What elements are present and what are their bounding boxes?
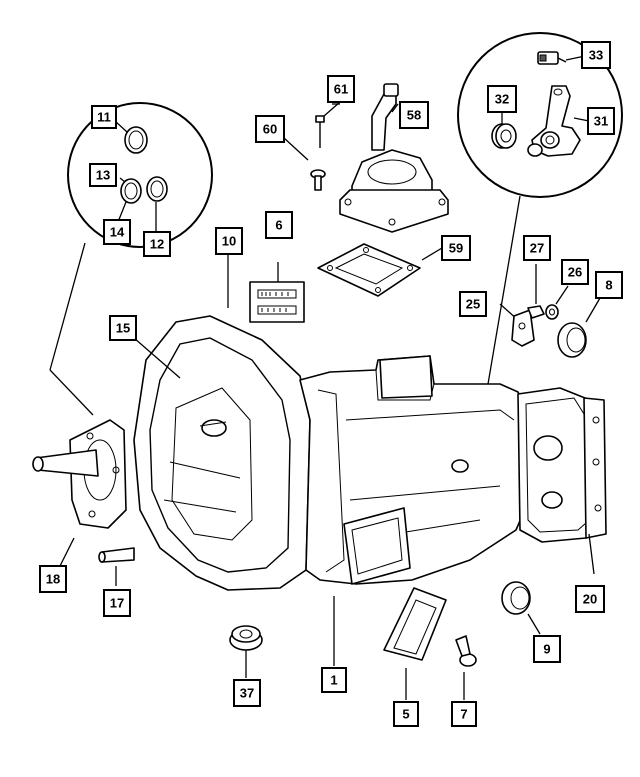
svg-text:27: 27 [530, 241, 544, 256]
svg-text:20: 20 [583, 592, 597, 607]
svg-text:11: 11 [97, 110, 111, 125]
callout-37: 37 [233, 679, 261, 707]
callout-18: 18 [39, 565, 67, 593]
svg-text:12: 12 [150, 237, 164, 252]
bracket-25 [511, 309, 535, 347]
callout-25: 25 [459, 291, 487, 317]
callout-61: 61 [327, 75, 355, 103]
svg-text:31: 31 [594, 114, 608, 129]
callout-59: 59 [441, 235, 471, 261]
callout-58: 58 [399, 101, 429, 129]
svg-text:8: 8 [605, 278, 612, 293]
bolt-7 [455, 635, 477, 700]
svg-text:6: 6 [275, 218, 282, 233]
callout-20: 20 [575, 585, 605, 613]
label-plate-6 [249, 262, 305, 323]
callout-10: 10 [215, 227, 243, 255]
callout-60: 60 [255, 115, 285, 143]
washer-26 [545, 285, 569, 320]
svg-text:26: 26 [568, 265, 582, 280]
seal-9 [501, 581, 541, 635]
callout-8: 8 [595, 271, 623, 299]
svg-text:25: 25 [466, 297, 480, 312]
svg-text:13: 13 [96, 168, 110, 183]
callout-32: 32 [487, 85, 517, 113]
callout-33: 33 [581, 41, 611, 69]
callout-15: 15 [109, 315, 137, 341]
svg-text:5: 5 [402, 707, 409, 722]
callout-27: 27 [523, 235, 551, 261]
callout-9: 9 [533, 635, 561, 663]
svg-text:15: 15 [116, 321, 130, 336]
svg-text:59: 59 [449, 241, 463, 256]
gasket-59 [317, 243, 443, 297]
callout-17: 17 [103, 589, 131, 617]
cover-5 [383, 587, 447, 700]
front-bearing-retainer-18 [32, 419, 127, 567]
callout-11: 11 [91, 105, 117, 129]
callout-7: 7 [451, 701, 477, 727]
callout-26: 26 [561, 259, 589, 285]
seal-8 [557, 297, 601, 358]
callout-31: 31 [587, 107, 615, 135]
detail-circle-shift-lever [457, 32, 623, 385]
svg-text:60: 60 [263, 122, 277, 137]
callout-12: 12 [143, 231, 171, 257]
transmission-case-1 [133, 315, 607, 591]
callout-5: 5 [393, 701, 419, 727]
svg-text:9: 9 [543, 642, 550, 657]
callout-6: 6 [265, 211, 293, 239]
sleeve-17 [98, 547, 135, 586]
svg-text:14: 14 [110, 225, 125, 240]
svg-text:10: 10 [222, 234, 236, 249]
svg-text:61: 61 [334, 82, 348, 97]
callout-13: 13 [89, 163, 117, 187]
svg-text:32: 32 [495, 92, 509, 107]
svg-text:58: 58 [407, 108, 421, 123]
svg-text:37: 37 [240, 686, 254, 701]
svg-text:17: 17 [110, 596, 124, 611]
svg-text:33: 33 [589, 48, 603, 63]
callout-1: 1 [321, 667, 347, 693]
detail-circle-seals [49, 102, 213, 416]
svg-text:18: 18 [46, 572, 60, 587]
svg-text:1: 1 [330, 673, 337, 688]
seal-37 [229, 625, 263, 678]
nut-27 [527, 264, 545, 319]
svg-text:7: 7 [460, 707, 467, 722]
callout-14: 14 [103, 219, 131, 245]
shifter-assembly [283, 83, 449, 233]
